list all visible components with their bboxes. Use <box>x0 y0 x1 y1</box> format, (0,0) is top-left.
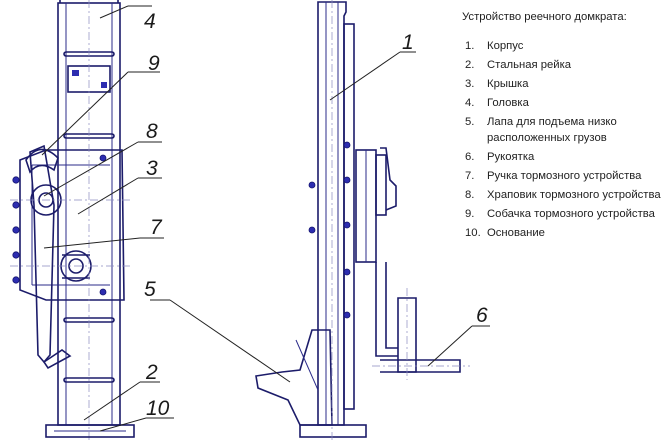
leader-lines <box>41 5 490 432</box>
callout-5: 5 <box>144 278 156 301</box>
legend-title: Устройство реечного домкрата: <box>462 11 627 23</box>
callout-7: 7 <box>150 216 163 239</box>
callout-8: 8 <box>146 120 158 143</box>
base-front <box>45 424 135 438</box>
legend-list: 1.Корпус 2.Стальная рейка 3.Крышка 4.Гол… <box>462 38 671 241</box>
callout-2: 2 <box>145 361 158 384</box>
base-side <box>299 424 367 438</box>
legend-item: 6.Рукоятка <box>465 151 535 163</box>
housing-side <box>343 23 355 410</box>
legend: Устройство реечного домкрата: 1.Корпус 2… <box>462 9 671 244</box>
legend-item: 7.Ручка тормозного устройства <box>465 170 642 182</box>
legend-item: 5.Лапа для подъема низко расположенных г… <box>465 116 617 144</box>
pawl <box>25 148 59 174</box>
callout-1: 1 <box>402 31 414 54</box>
lifting-foot <box>255 329 333 426</box>
callout-9: 9 <box>148 52 160 75</box>
side-view <box>255 0 470 440</box>
legend-item: 9.Собачка тормозного устройства <box>465 208 655 220</box>
legend-item: 8.Храповик тормозного устройства <box>465 189 661 201</box>
legend-item: 3.Крышка <box>465 78 529 90</box>
callout-10: 10 <box>146 397 170 420</box>
legend-item: 4.Головка <box>465 97 529 109</box>
front-view <box>10 0 135 440</box>
legend-item: 10.Основание <box>465 227 545 239</box>
legend-item: 1.Корпус <box>465 40 524 52</box>
legend-item: 2.Стальная рейка <box>465 59 572 71</box>
brake-handle <box>29 144 55 364</box>
callout-3: 3 <box>146 157 158 180</box>
callout-6: 6 <box>476 304 488 327</box>
callout-4: 4 <box>144 10 156 33</box>
callouts: 4 9 8 3 7 2 10 1 5 6 <box>144 10 488 420</box>
head-front <box>59 0 119 3</box>
